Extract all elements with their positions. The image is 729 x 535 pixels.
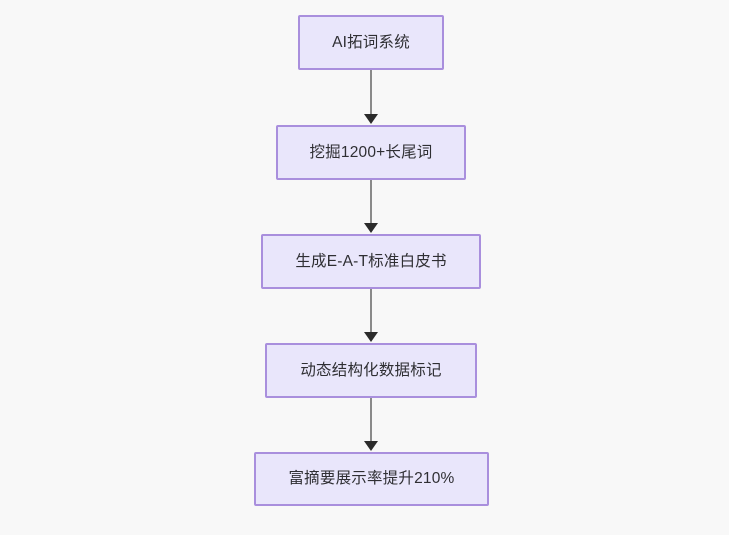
flowchart-node-n5[interactable]: 富摘要展示率提升210% xyxy=(254,452,489,506)
flowchart-node-n1[interactable]: AI拓词系统 xyxy=(298,15,444,70)
flowchart-edge-n4-n5-arrowhead-icon xyxy=(364,441,378,451)
flowchart-edge-n1-n2-line xyxy=(370,70,372,115)
flowchart-node-n5-label: 富摘要展示率提升210% xyxy=(288,470,455,488)
flowchart-node-n3-label: 生成E-A-T标准白皮书 xyxy=(295,252,447,270)
flowchart-node-n2[interactable]: 挖掘1200+长尾词 xyxy=(276,125,466,180)
flowchart-edge-n4-n5-line xyxy=(370,398,372,442)
flowchart-edge-n3-n4-arrowhead-icon xyxy=(364,332,378,342)
flowchart-node-n1-label: AI拓词系统 xyxy=(332,33,410,51)
flowchart-node-n4-label: 动态结构化数据标记 xyxy=(300,361,442,379)
flowchart-node-n4[interactable]: 动态结构化数据标记 xyxy=(265,343,477,398)
flowchart-edge-n1-n2-arrowhead-icon xyxy=(364,114,378,124)
flowchart-edge-n2-n3-line xyxy=(370,180,372,224)
flowchart-node-n3[interactable]: 生成E-A-T标准白皮书 xyxy=(261,234,481,289)
flowchart-edge-n3-n4-line xyxy=(370,289,372,333)
flowchart-node-n2-label: 挖掘1200+长尾词 xyxy=(309,143,433,161)
flowchart-edge-n2-n3-arrowhead-icon xyxy=(364,223,378,233)
